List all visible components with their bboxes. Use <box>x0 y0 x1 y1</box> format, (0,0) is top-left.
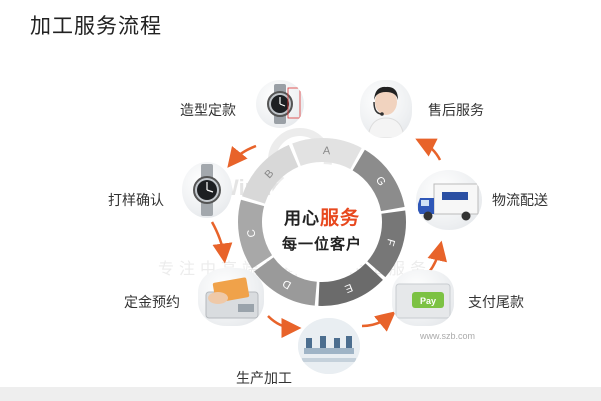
customer-service-icon <box>367 86 405 138</box>
ring-center-disc <box>264 164 380 280</box>
ring-segment-b <box>242 144 299 204</box>
ring-segment-c <box>238 199 273 269</box>
ring-segment-d <box>254 257 317 306</box>
ring-letter-f: F <box>383 237 396 247</box>
page-title: 加工服务流程 <box>30 15 162 38</box>
factory-icon <box>298 318 360 374</box>
step-photo-production <box>298 318 360 374</box>
watch-icon <box>193 164 221 216</box>
slogan-prefix: 用心 <box>283 209 320 228</box>
step-photo-design <box>256 80 304 128</box>
step-photo-deposit <box>198 268 264 326</box>
step-label-deposit: 定金预约 <box>124 294 180 310</box>
slogan-line2: 每一位客户 <box>281 236 362 253</box>
step-label-final-payment: 支付尾款 <box>468 294 524 310</box>
arrow-logistics-to-service <box>415 138 442 161</box>
truck-icon <box>418 183 479 221</box>
ring-segment-f <box>367 210 406 278</box>
watermark-url: www.szb.com <box>420 331 476 341</box>
step-label-logistics: 物流配送 <box>492 192 548 208</box>
arrow-deposit-to-production <box>267 315 302 338</box>
bottom-band <box>0 387 601 401</box>
ring-letter-e: E <box>343 281 354 295</box>
center-slogan: 用心服务 每一位客户 <box>267 203 377 254</box>
step-photo-logistics <box>416 170 482 230</box>
arrow-production-to-payment <box>361 311 396 332</box>
watch-icon <box>267 84 301 124</box>
ring-segment-g <box>352 149 405 212</box>
card-payment-icon <box>205 277 259 319</box>
step-photo-after-sales <box>360 80 412 138</box>
process-ring <box>238 138 406 306</box>
step-label-production: 生产加工 <box>236 370 292 386</box>
arrow-design-to-sample <box>227 144 257 168</box>
slogan-accent: 服务 <box>319 208 360 229</box>
step-label-after-sales: 售后服务 <box>428 102 484 118</box>
step-label-design: 造型定款 <box>180 102 236 118</box>
ring-letter-a: A <box>323 145 332 157</box>
ring-segment-a <box>292 138 362 170</box>
pay-button-icon: Pay <box>395 283 451 319</box>
step-photo-sample <box>182 162 232 218</box>
svg-text:Pay: Pay <box>420 296 436 306</box>
step-photo-final-payment: Pay <box>392 270 454 326</box>
step-label-sample: 打样确认 <box>108 192 164 208</box>
ring-letter-c: C <box>245 228 258 238</box>
ring-segment-e <box>318 263 383 306</box>
arrow-sample-to-deposit <box>210 221 233 264</box>
